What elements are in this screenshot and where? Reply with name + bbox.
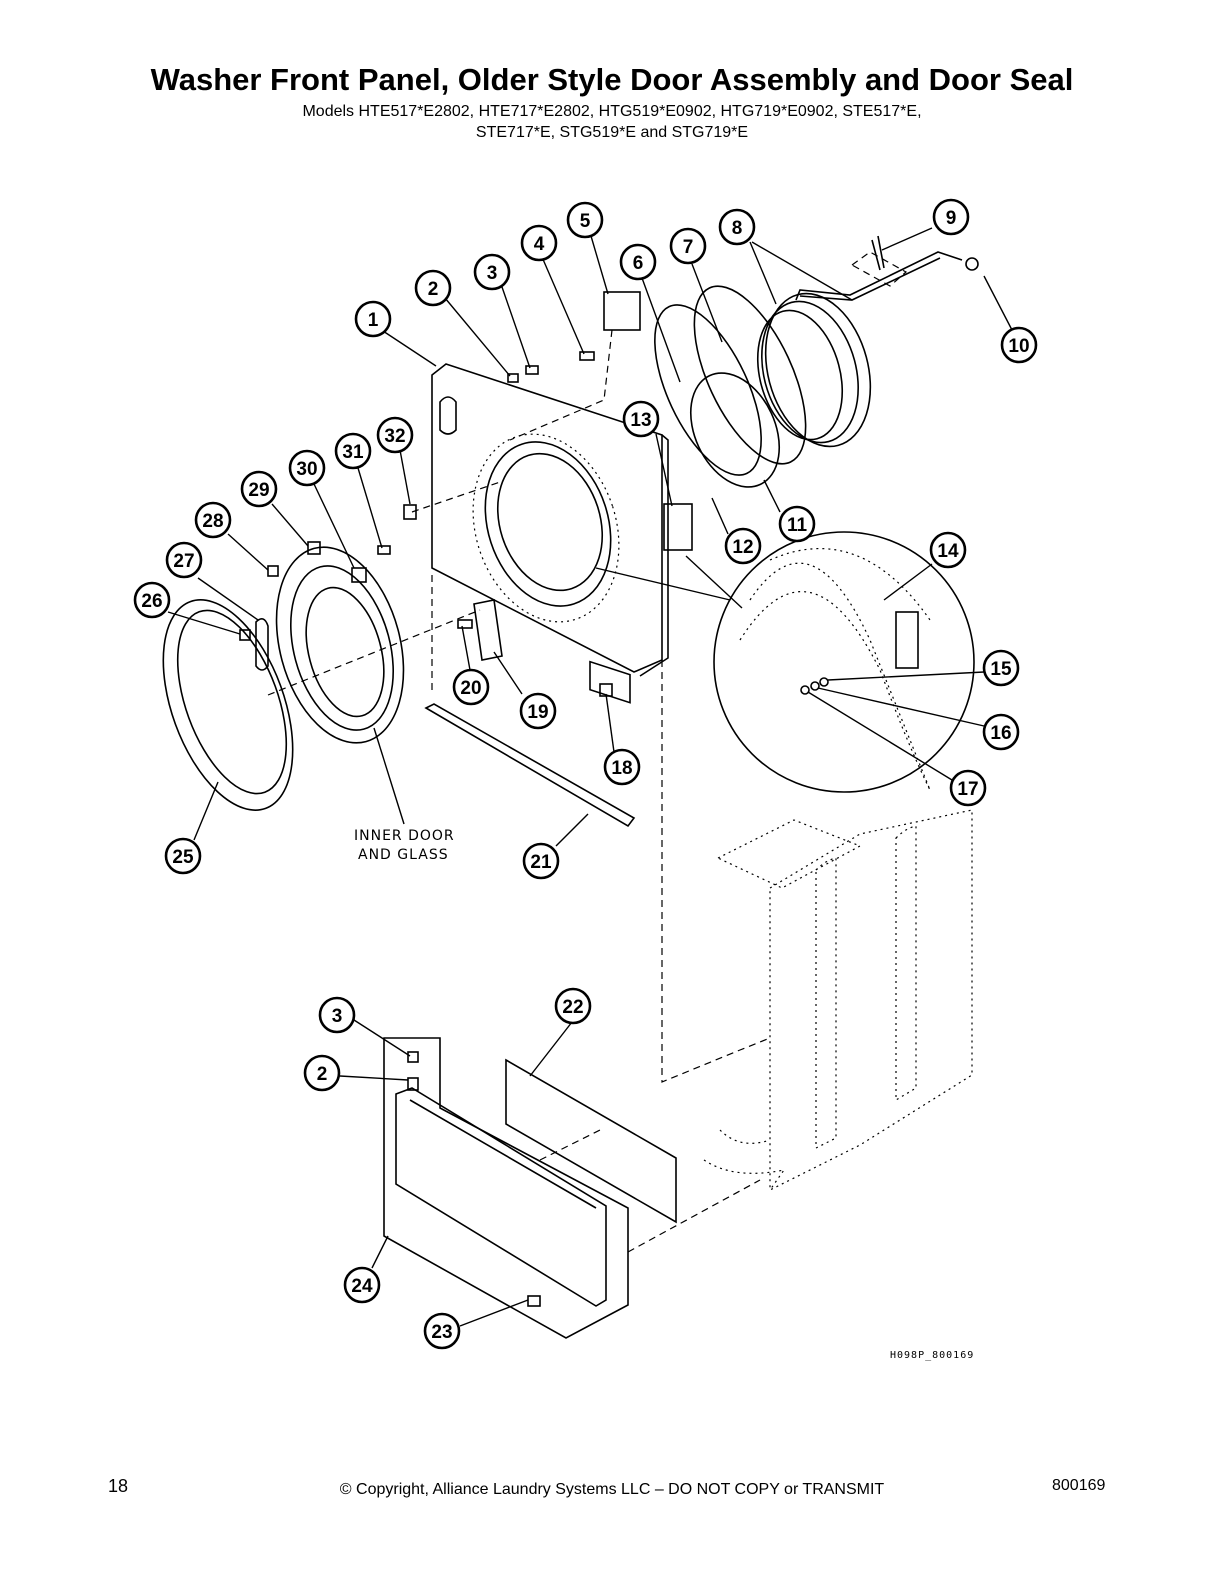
svg-text:16: 16 xyxy=(990,723,1011,744)
callout-17: 17 xyxy=(949,769,987,807)
callout-32: 32 xyxy=(376,416,414,454)
callout-13: 13 xyxy=(622,400,660,438)
callout-10: 10 xyxy=(1000,326,1038,364)
callout-3: 3 xyxy=(473,253,511,291)
svg-text:6: 6 xyxy=(633,253,644,274)
callout-15: 15 xyxy=(982,649,1020,687)
callout-1: 1 xyxy=(354,300,392,338)
guide-lines xyxy=(267,251,908,1253)
callout-8: 8 xyxy=(718,208,756,246)
callout-20: 20 xyxy=(452,668,490,706)
svg-text:9: 9 xyxy=(946,208,957,229)
svg-text:12: 12 xyxy=(732,537,753,558)
svg-text:3: 3 xyxy=(332,1006,343,1027)
callout-3-lower: 3 xyxy=(318,996,356,1034)
callout-11: 11 xyxy=(778,505,816,543)
callout-19: 19 xyxy=(519,692,557,730)
strip-drawing xyxy=(424,703,636,828)
page-title: Washer Front Panel, Older Style Door Ass… xyxy=(150,62,1074,97)
document-number: 800169 xyxy=(1052,1477,1106,1494)
callout-18: 18 xyxy=(603,748,641,786)
svg-text:22: 22 xyxy=(562,997,583,1018)
svg-text:4: 4 xyxy=(534,234,545,255)
svg-text:5: 5 xyxy=(580,211,591,232)
callout-6: 6 xyxy=(619,243,657,281)
drawing-code: H098P_800169 xyxy=(890,1350,974,1361)
callout-27: 27 xyxy=(165,541,203,579)
door-drawing xyxy=(162,546,405,811)
svg-text:28: 28 xyxy=(202,511,223,532)
svg-text:27: 27 xyxy=(173,551,194,572)
callout-23: 23 xyxy=(423,1312,461,1350)
callout-9: 9 xyxy=(932,198,970,236)
svg-text:30: 30 xyxy=(296,459,317,480)
callout-21: 21 xyxy=(522,842,560,880)
svg-text:24: 24 xyxy=(351,1276,373,1297)
callout-4: 4 xyxy=(520,224,558,262)
svg-text:3: 3 xyxy=(487,263,498,284)
callout-29: 29 xyxy=(240,470,278,508)
svg-text:20: 20 xyxy=(460,678,481,699)
callout-26: 26 xyxy=(133,581,171,619)
hardware-drawing xyxy=(239,291,693,697)
svg-text:15: 15 xyxy=(990,659,1012,680)
svg-text:19: 19 xyxy=(527,702,548,723)
callout-2: 2 xyxy=(414,269,452,307)
callout-14: 14 xyxy=(929,531,967,569)
copyright-notice: © Copyright, Alliance Laundry Systems LL… xyxy=(339,1481,885,1498)
svg-text:29: 29 xyxy=(248,480,269,501)
svg-text:2: 2 xyxy=(428,279,439,300)
callout-31: 31 xyxy=(334,432,372,470)
page-number: 18 xyxy=(108,1476,129,1496)
callout-22: 22 xyxy=(554,987,592,1025)
svg-text:8: 8 xyxy=(732,218,743,239)
callout-12: 12 xyxy=(724,527,762,565)
leader-lines xyxy=(167,227,1013,1327)
svg-text:23: 23 xyxy=(431,1322,452,1343)
inner-door-label-2: AND GLASS xyxy=(358,847,449,863)
svg-text:11: 11 xyxy=(787,515,808,536)
models-line-2: STE717*E, STG519*E and STG719*E xyxy=(475,124,749,141)
callout-2-lower: 2 xyxy=(303,1054,341,1092)
callout-28: 28 xyxy=(194,501,232,539)
svg-text:2: 2 xyxy=(317,1064,328,1085)
callout-25: 25 xyxy=(164,837,202,875)
svg-text:10: 10 xyxy=(1008,336,1029,357)
svg-text:32: 32 xyxy=(384,426,405,447)
svg-text:1: 1 xyxy=(368,310,379,331)
models-line-1: Models HTE517*E2802, HTE717*E2802, HTG51… xyxy=(302,103,922,120)
cabinet-drawing xyxy=(703,809,973,1191)
svg-text:18: 18 xyxy=(611,758,632,779)
svg-text:21: 21 xyxy=(530,852,552,873)
svg-text:31: 31 xyxy=(342,442,364,463)
detail-circle-drawing xyxy=(595,531,975,793)
svg-text:25: 25 xyxy=(172,847,194,868)
kick-panel-drawing xyxy=(383,1037,677,1339)
callout-5: 5 xyxy=(566,201,604,239)
callout-7: 7 xyxy=(669,227,707,265)
svg-text:17: 17 xyxy=(957,779,978,800)
callout-16: 16 xyxy=(982,713,1020,751)
svg-text:13: 13 xyxy=(630,410,651,431)
door-seal-drawing xyxy=(654,235,979,488)
svg-text:7: 7 xyxy=(683,237,694,258)
inner-door-label-1: INNER DOOR xyxy=(354,828,455,844)
callout-30: 30 xyxy=(288,449,326,487)
svg-text:14: 14 xyxy=(937,541,959,562)
callout-24: 24 xyxy=(343,1266,381,1304)
svg-text:26: 26 xyxy=(141,591,162,612)
